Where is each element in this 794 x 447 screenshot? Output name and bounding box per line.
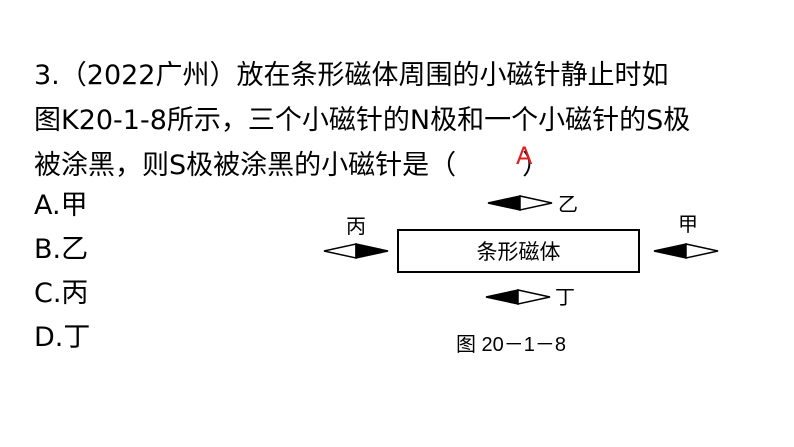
option-a: A.甲 xyxy=(34,190,88,221)
question-line-1: 3.（2022广州）放在条形磁体周围的小磁针静止时如 xyxy=(34,60,669,91)
option-d: D.丁 xyxy=(34,322,91,353)
option-b: B.乙 xyxy=(34,234,89,265)
needle-yi xyxy=(487,195,553,211)
bar-magnet-label: 条形磁体 xyxy=(476,240,561,264)
label-bing: 丙 xyxy=(346,214,366,238)
option-c: C.丙 xyxy=(34,278,89,309)
question-line-2: 图K20-1-8所示，三个小磁针的N极和一个小磁针的S极 xyxy=(34,105,691,136)
label-ding: 丁 xyxy=(555,285,575,309)
answer-mark: A xyxy=(516,142,533,170)
question-line-3-text: 被涂黑，则S极被涂黑的小磁针是（ xyxy=(34,150,457,181)
needle-bing xyxy=(323,243,389,259)
label-yi: 乙 xyxy=(558,192,578,216)
label-jia: 甲 xyxy=(678,212,698,236)
figure-caption: 图 20－1－8 xyxy=(456,334,567,356)
question-line-3-end: ） xyxy=(522,150,550,181)
bar-magnet: 条形磁体 xyxy=(397,229,640,273)
needle-ding xyxy=(485,289,551,305)
question-line-3: 被涂黑，则S极被涂黑的小磁针是（ ） xyxy=(34,146,549,186)
needle-jia xyxy=(653,243,719,259)
